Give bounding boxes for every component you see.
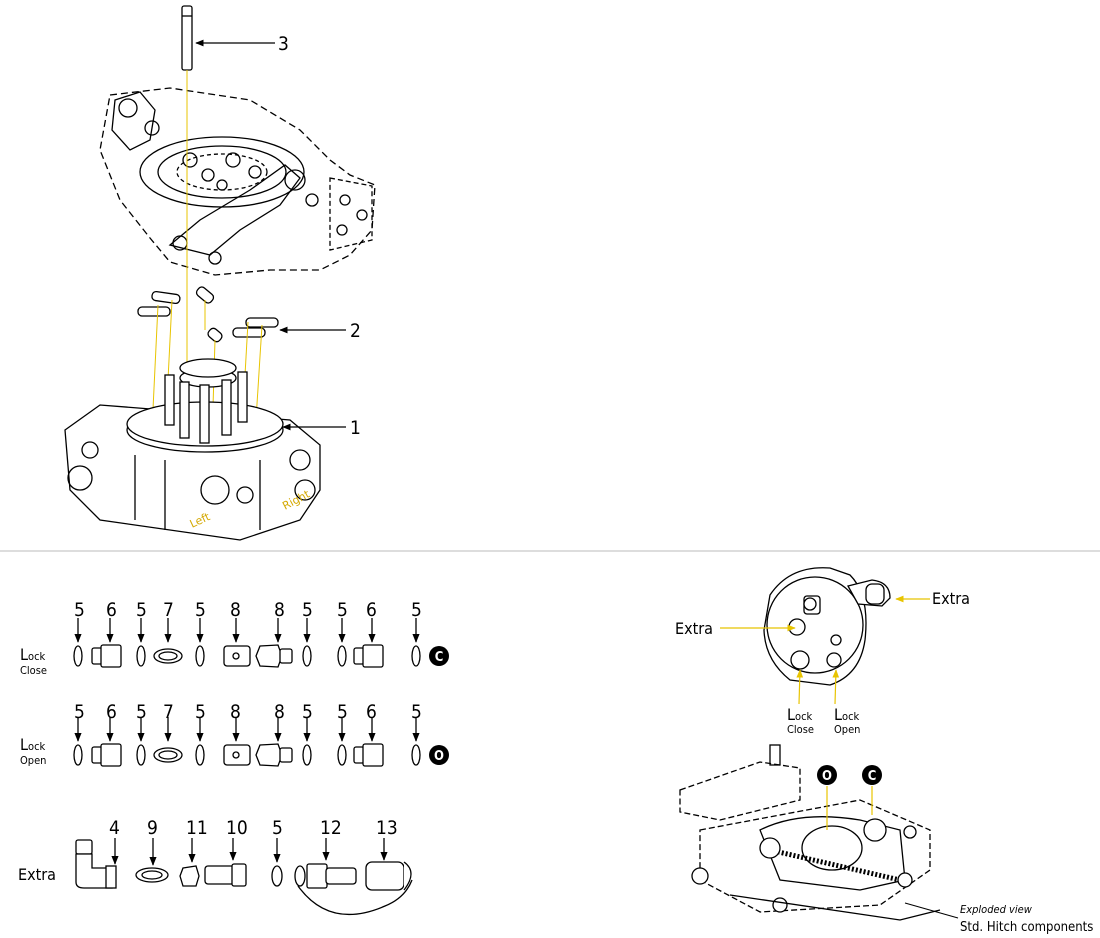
svg-text:C: C: [868, 769, 877, 784]
exploded-leader: [904, 902, 959, 919]
svg-text:5: 5: [302, 599, 313, 621]
exploded-view-label: Exploded view: [960, 903, 1033, 916]
svg-text:Close: Close: [787, 723, 814, 736]
svg-text:7: 7: [163, 599, 174, 621]
part-oring: [411, 717, 421, 766]
coupling-extra-right: Extra: [932, 589, 970, 608]
svg-text:Open: Open: [20, 754, 46, 767]
lock-close-numbers: 5 6 5 7 5 8 8 5 5 6 5: [74, 599, 422, 621]
lock-open-part-row: [73, 717, 421, 767]
coupling-extra-left: Extra: [675, 619, 713, 638]
svg-text:5: 5: [74, 599, 85, 621]
part-washer: [153, 717, 183, 763]
part-body: [223, 618, 251, 667]
svg-text:5: 5: [337, 701, 348, 723]
svg-text:5: 5: [136, 599, 147, 621]
open-badge: O: [429, 745, 449, 765]
svg-text:Close: Close: [20, 664, 47, 677]
extra-row-label: Extra: [18, 865, 56, 884]
svg-text:Lock: Lock: [20, 645, 46, 664]
svg-text:5: 5: [136, 701, 147, 723]
lower-base-plate: [64, 358, 321, 541]
svg-text:5: 5: [302, 701, 313, 723]
svg-text:8: 8: [274, 701, 285, 723]
svg-text:12: 12: [320, 817, 342, 839]
part-nipple: [353, 717, 384, 767]
svg-text:5: 5: [272, 817, 283, 839]
svg-text:6: 6: [106, 701, 117, 723]
hitch-badge-c: C: [862, 765, 882, 785]
svg-text:5: 5: [411, 701, 422, 723]
hitch-assembly: [679, 744, 941, 921]
hitch-leaders: [826, 786, 873, 830]
coupling-lock-close: Lock Close: [787, 705, 814, 736]
left-side-label: Left: [188, 510, 213, 531]
svg-text:7: 7: [163, 701, 174, 723]
svg-text:6: 6: [366, 599, 377, 621]
part-oring: [337, 717, 347, 766]
svg-text:8: 8: [230, 701, 241, 723]
svg-text:C: C: [435, 650, 444, 665]
svg-text:5: 5: [411, 599, 422, 621]
svg-text:10: 10: [226, 817, 248, 839]
callout-2: 2: [350, 320, 361, 342]
lock-open-numbers: 5 6 5 7 5 8 8 5 5 6 5: [74, 701, 422, 723]
part-oring: [195, 618, 205, 667]
part-oring: [73, 717, 83, 766]
coupling-detail: [763, 567, 891, 686]
key-parts: [137, 286, 279, 343]
svg-text:5: 5: [337, 599, 348, 621]
svg-text:Lock: Lock: [787, 705, 813, 724]
part-oring: [136, 618, 146, 667]
svg-text:13: 13: [376, 817, 398, 839]
svg-text:6: 6: [366, 701, 377, 723]
close-badge: C: [429, 646, 449, 666]
part-body: [223, 717, 251, 766]
svg-text:O: O: [822, 769, 832, 784]
part-oring: [337, 618, 347, 667]
part-nipple: [353, 618, 384, 668]
svg-text:8: 8: [230, 599, 241, 621]
svg-text:5: 5: [195, 599, 206, 621]
part-nipple: [91, 717, 122, 767]
svg-text:6: 6: [106, 599, 117, 621]
upper-housing: [99, 87, 376, 276]
part-oring: [195, 717, 205, 766]
part-washer: [153, 618, 183, 664]
svg-text:5: 5: [195, 701, 206, 723]
extra-numbers: 4 9 11 10 5 12 13: [109, 817, 398, 839]
part-hex: [255, 717, 293, 767]
lock-close-label: Lock Close: [20, 645, 47, 677]
part-oring: [136, 717, 146, 766]
svg-text:8: 8: [274, 599, 285, 621]
bolt-part: [181, 5, 193, 71]
std-hitch-label: Std. Hitch components: [960, 920, 1093, 935]
part-oring: [302, 717, 312, 766]
svg-text:O: O: [434, 749, 444, 764]
hitch-badge-o: O: [817, 765, 837, 785]
svg-text:Lock: Lock: [20, 735, 46, 754]
part-oring: [302, 618, 312, 667]
lock-close-part-row: [73, 618, 421, 668]
callout-1: 1: [350, 417, 361, 439]
svg-text:4: 4: [109, 817, 120, 839]
svg-text:5: 5: [74, 701, 85, 723]
svg-text:9: 9: [147, 817, 158, 839]
svg-text:11: 11: [186, 817, 208, 839]
part-nipple: [91, 618, 122, 668]
callout-3: 3: [278, 33, 289, 55]
svg-text:Open: Open: [834, 723, 860, 736]
part-oring: [411, 618, 421, 667]
part-oring: [73, 618, 83, 667]
extra-part-row: [75, 838, 413, 916]
coupling-leaders: [720, 595, 930, 705]
coupling-lock-open: Lock Open: [834, 705, 860, 736]
svg-text:Lock: Lock: [834, 705, 860, 724]
lock-open-label: Lock Open: [20, 735, 46, 767]
part-hex: [255, 618, 293, 668]
